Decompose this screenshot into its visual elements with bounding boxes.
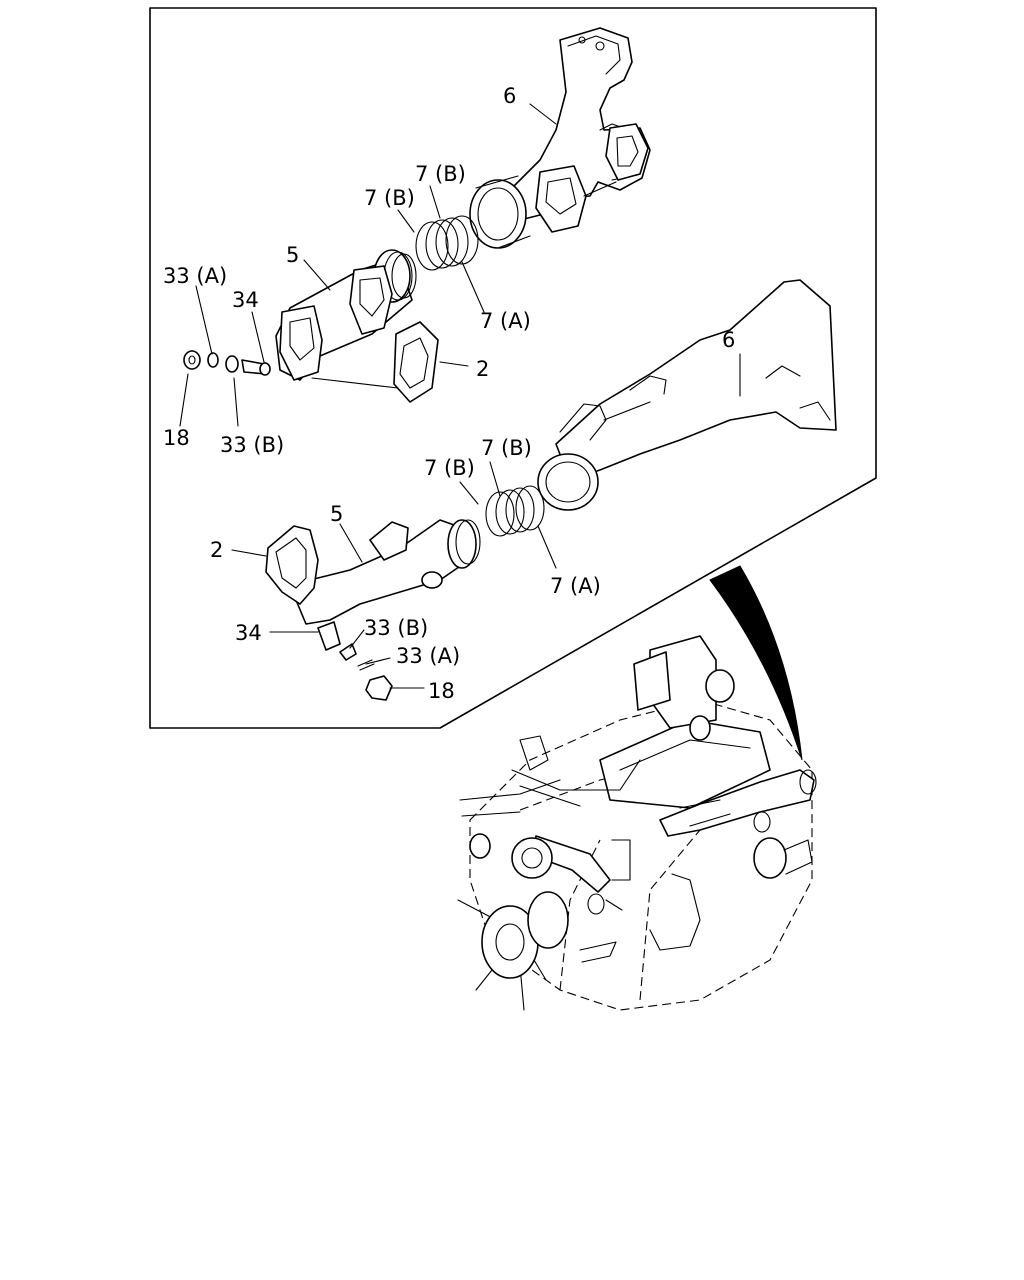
upper-exhaust-group: 6 7 (B) 7 (B) 5 33 (A) 34 7 (A) 2 18 33 …: [163, 27, 651, 457]
label-34-lower: 34: [235, 621, 262, 645]
lower-rear-pipe: [265, 519, 481, 625]
label-7a-upper: 7 (A): [480, 309, 531, 333]
label-5-upper: 5: [286, 243, 299, 267]
upper-rear-pipe: [275, 249, 417, 381]
upper-front-pipe: [495, 27, 651, 233]
label-7b-upper-b: 7 (B): [364, 186, 415, 210]
label-18-lower: 18: [428, 679, 455, 703]
label-33a-upper: 33 (A): [163, 264, 227, 288]
label-34-upper: 34: [232, 288, 259, 312]
upper-gasket: [311, 321, 439, 403]
label-2-upper: 2: [476, 357, 489, 381]
label-2-lower: 2: [210, 538, 223, 562]
upper-seal-rings: [415, 215, 479, 271]
label-33b-lower: 33 (B): [364, 616, 428, 640]
label-18-upper: 18: [163, 426, 190, 450]
label-33a-lower: 33 (A): [396, 644, 460, 668]
upper-leaders: [179, 103, 557, 427]
lower-fasteners: [317, 621, 393, 701]
engine-assembly-icon: [457, 635, 817, 1011]
locator-pointer: [709, 565, 803, 761]
lower-front-pipe: [537, 279, 837, 511]
label-33b-upper: 33 (B): [220, 433, 284, 457]
label-6-upper: 6: [503, 84, 516, 108]
label-7a-lower: 7 (A): [550, 574, 601, 598]
lower-leaders: [231, 353, 741, 689]
label-7b-lower-a: 7 (B): [481, 436, 532, 460]
lower-exhaust-group: 6 7 (B) 7 (B) 5 2 7 (A) 34 33 (B) 33 (A)…: [210, 279, 837, 703]
upper-collar: [469, 175, 531, 249]
detail-frame: [149, 7, 877, 729]
label-6-lower: 6: [722, 328, 735, 352]
lower-seal-rings: [485, 485, 545, 537]
label-7b-upper-a: 7 (B): [415, 162, 466, 186]
upper-fasteners: [183, 350, 271, 376]
label-5-lower: 5: [330, 502, 343, 526]
label-7b-lower-b: 7 (B): [424, 456, 475, 480]
